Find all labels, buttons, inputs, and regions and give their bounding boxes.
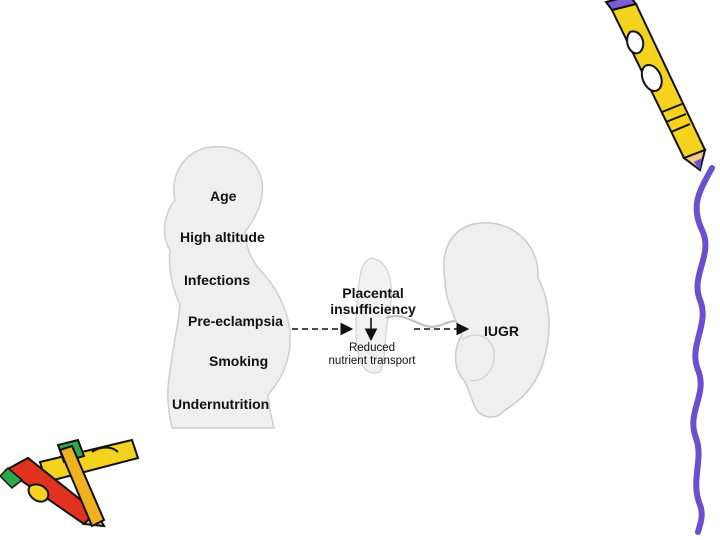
- risk-factor-high-altitude: High altitude: [180, 229, 265, 245]
- transport-label-line1: Reduced: [348, 342, 396, 354]
- wavy-border-line: [690, 165, 715, 535]
- placental-insufficiency-label: Placental insufficiency: [328, 285, 418, 317]
- placenta-label-line1: Placental: [342, 285, 404, 301]
- risk-factor-infections: Infections: [184, 272, 251, 288]
- placenta-shape: [355, 257, 393, 374]
- risk-factor-undernutrition: Undernutrition: [172, 396, 270, 412]
- crayons-icon: [0, 438, 140, 528]
- placenta-label-line2: insufficiency: [330, 301, 416, 318]
- risk-factor-age: Age: [210, 188, 237, 204]
- outcome-iugr-label: IUGR: [484, 323, 519, 339]
- umbilical-cord: [385, 315, 461, 328]
- fetus-silhouette: [443, 222, 550, 418]
- mother-silhouette: [163, 146, 291, 429]
- transport-label-line2: nutrient transport: [328, 355, 416, 368]
- risk-factor-smoking: Smoking: [209, 353, 269, 369]
- pencil-icon: [604, 0, 707, 172]
- reduced-transport-label: Reduced nutrient transport: [316, 342, 428, 368]
- risk-factor-pre-eclampsia: Pre-eclampsia: [188, 313, 283, 329]
